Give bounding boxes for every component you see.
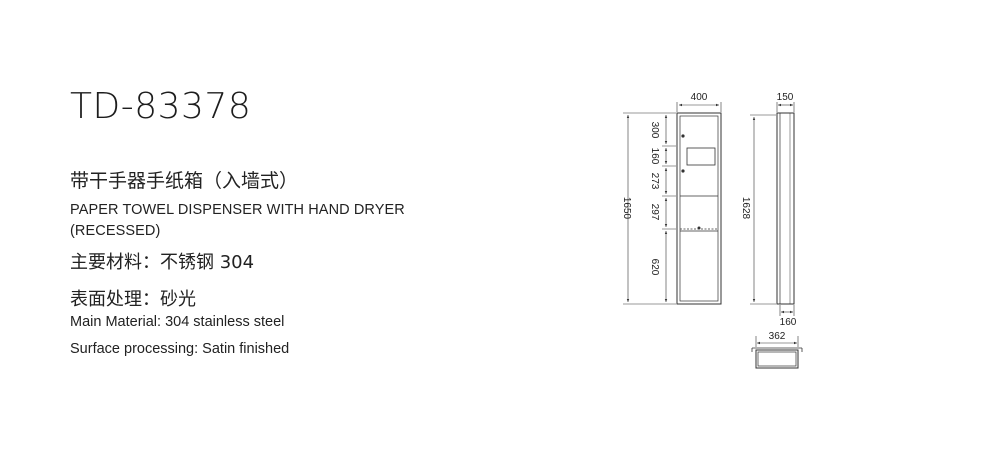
label-seg-mid: 273	[649, 173, 660, 190]
label-side-height: 1628	[740, 197, 751, 220]
label-overall-height: 1650	[621, 197, 632, 220]
label-side-bottom: 160	[780, 317, 797, 328]
dim-plan-width	[755, 336, 799, 347]
product-title-english-line1: PAPER TOWEL DISPENSER WITH HAND DRYER	[70, 202, 405, 218]
front-view	[676, 112, 722, 305]
finish-chinese: 表面处理：砂光	[70, 289, 196, 310]
side-outline	[776, 112, 795, 305]
label-side-depth: 150	[777, 92, 794, 103]
dim-side-depth	[776, 102, 795, 112]
front-outline	[676, 112, 722, 305]
label-seg-bottom: 620	[649, 259, 660, 276]
product-title-english-line2: (RECESSED)	[70, 223, 161, 239]
dim-overall-height	[623, 112, 676, 305]
dim-front-width	[676, 102, 722, 112]
paper-slot-opening	[686, 147, 716, 166]
product-title-chinese: 带干手器手纸箱（入墙式）	[70, 170, 299, 192]
label-plan-width: 362	[769, 331, 786, 342]
dim-side-bottom	[779, 305, 795, 316]
plan-outline	[755, 349, 799, 369]
dryer-sensor-icon	[697, 226, 701, 230]
material-english: Main Material: 304 stainless steel	[70, 314, 285, 330]
plan-view	[751, 347, 803, 369]
lock-icon	[681, 134, 685, 138]
model-number: TD-83378	[70, 86, 252, 127]
label-seg-top: 300	[649, 122, 660, 139]
dim-side-height	[750, 114, 776, 305]
dim-segment-chain	[662, 115, 676, 302]
sensor-icon	[681, 169, 685, 173]
finish-english: Surface processing: Satin finished	[70, 341, 290, 357]
label-seg-dryer: 297	[649, 204, 660, 221]
label-front-width: 400	[691, 92, 708, 103]
front-inner-frame	[679, 115, 719, 302]
label-seg-slot: 160	[649, 148, 660, 165]
material-chinese: 主要材料：不锈钢 304	[70, 252, 255, 273]
side-view	[776, 112, 795, 305]
